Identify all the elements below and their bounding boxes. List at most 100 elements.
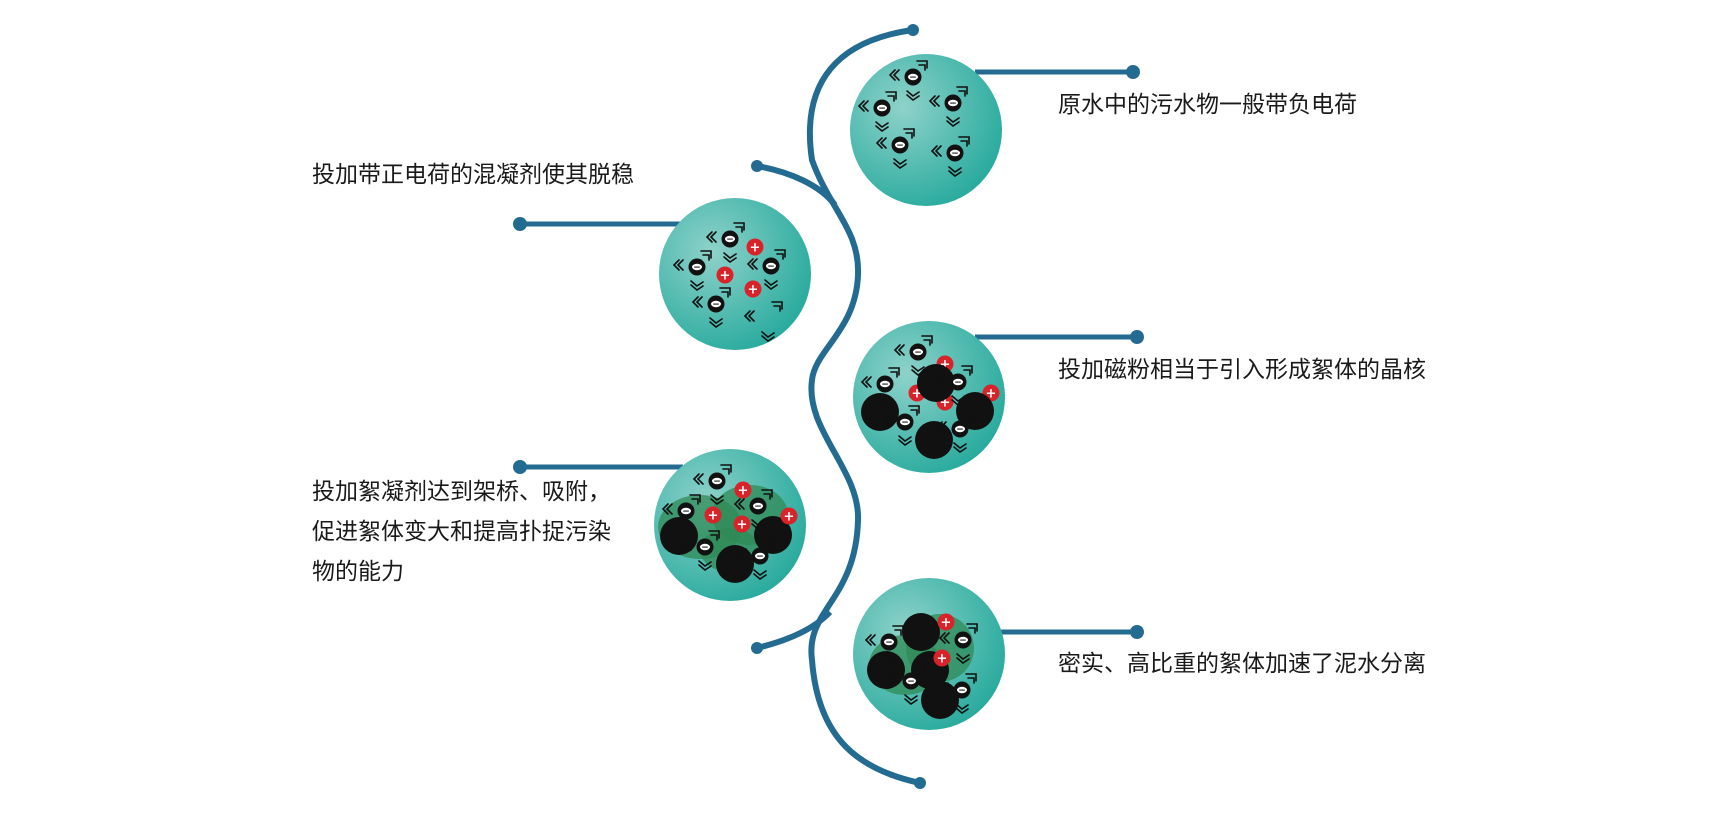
negative-sign: − bbox=[914, 348, 922, 358]
caption-step4: 投加絮凝剂达到架桥、吸附， 促进絮体变大和提高扑捉污染 物的能力 bbox=[312, 472, 611, 592]
caption-step3-line1: 投加磁粉相当于引入形成絮体的晶核 bbox=[1058, 357, 1426, 383]
vibration-marks-icon bbox=[933, 365, 973, 406]
vibration-marks-icon bbox=[864, 625, 904, 666]
positive-sign: + bbox=[720, 269, 731, 284]
negative-charge-icon: − bbox=[953, 681, 971, 699]
positive-sign: + bbox=[784, 510, 795, 525]
illustration-coagulant: − − − − + + + bbox=[659, 198, 811, 350]
vibration-marks-icon bbox=[930, 136, 970, 177]
positive-charge-icon: + bbox=[704, 506, 722, 524]
particle-ball bbox=[902, 613, 940, 651]
connector-step1-dot bbox=[1126, 65, 1140, 79]
negative-sign: − bbox=[701, 543, 709, 553]
connector-step4-dot bbox=[513, 460, 527, 474]
central-wave-path bbox=[806, 27, 921, 786]
positive-sign: + bbox=[912, 387, 923, 402]
positive-charge-icon: + bbox=[780, 507, 798, 525]
vibration-marks-icon bbox=[860, 367, 900, 408]
positive-charge-icon: + bbox=[733, 515, 751, 533]
negative-charge-icon: − bbox=[707, 295, 725, 313]
negative-charge-icon: − bbox=[904, 68, 922, 86]
negative-sign: − bbox=[896, 141, 904, 151]
connector-step3-dot bbox=[1130, 330, 1144, 344]
vibration-marks-icon bbox=[661, 494, 701, 535]
positive-charge-icon: + bbox=[716, 266, 734, 284]
particle-ball bbox=[660, 517, 698, 555]
negative-charge-icon: − bbox=[880, 633, 898, 651]
particle-ball bbox=[917, 364, 955, 402]
vibration-marks-icon bbox=[938, 623, 978, 664]
vibration-marks-icon bbox=[893, 335, 933, 376]
connector-step5-dot bbox=[1130, 625, 1144, 639]
vibration-marks-icon bbox=[928, 86, 968, 127]
positive-sign: + bbox=[940, 396, 951, 411]
negative-sign: − bbox=[754, 502, 762, 512]
positive-charge-icon: + bbox=[746, 238, 764, 256]
caption-step4-line2: 促进絮体变大和提高扑捉污染 bbox=[312, 519, 611, 545]
caption-step5-line1: 密实、高比重的絮体加速了泥水分离 bbox=[1058, 651, 1426, 677]
bottom-end-dot bbox=[914, 777, 926, 789]
negative-charge-icon: − bbox=[909, 343, 927, 361]
negative-sign: − bbox=[958, 686, 966, 696]
negative-sign: − bbox=[682, 507, 690, 517]
negative-sign: − bbox=[956, 425, 964, 435]
negative-sign: − bbox=[901, 418, 909, 428]
positive-sign: + bbox=[937, 652, 948, 667]
left-upper-branch bbox=[756, 163, 838, 207]
negative-sign: − bbox=[713, 477, 721, 487]
particle-ball bbox=[921, 681, 959, 719]
negative-sign: − bbox=[878, 104, 886, 114]
negative-charge-icon: − bbox=[902, 672, 920, 690]
negative-charge-icon: − bbox=[708, 472, 726, 490]
vibration-marks-icon bbox=[888, 60, 928, 101]
caption-step2: 投加带正电荷的混凝剂使其脱稳 bbox=[312, 155, 634, 195]
negative-charge-icon: − bbox=[876, 375, 894, 393]
negative-sign: − bbox=[907, 677, 915, 687]
connector-step2-dot bbox=[513, 217, 527, 231]
negative-sign: − bbox=[756, 552, 764, 562]
positive-charge-icon: + bbox=[933, 649, 951, 667]
vibration-marks-icon bbox=[886, 664, 926, 705]
positive-charge-icon: + bbox=[734, 481, 752, 499]
vibration-marks-icon bbox=[691, 287, 731, 328]
negative-charge-icon: − bbox=[688, 258, 706, 276]
left-lower-branch-dot bbox=[751, 642, 763, 654]
positive-sign: + bbox=[940, 358, 951, 373]
positive-charge-icon: + bbox=[744, 280, 762, 298]
illustration-flocculant: + + + + − − − − − bbox=[654, 449, 806, 601]
vibration-marks-icon bbox=[857, 91, 897, 132]
vibration-marks-icon bbox=[746, 249, 786, 290]
negative-sign: − bbox=[885, 638, 893, 648]
vibration-marks-icon bbox=[937, 673, 977, 714]
caption-step1: 原水中的污水物一般带负电荷 bbox=[1058, 85, 1357, 125]
negative-charge-icon: − bbox=[762, 257, 780, 275]
negative-charge-icon: − bbox=[873, 99, 891, 117]
vibration-marks-icon bbox=[735, 539, 775, 580]
vibration-marks-icon bbox=[743, 301, 783, 342]
negative-charge-icon: − bbox=[946, 144, 964, 162]
particle-ball bbox=[716, 545, 754, 583]
negative-charge-icon: − bbox=[954, 631, 972, 649]
illustration-magnetic-powder: + + + + − − − − − bbox=[853, 321, 1005, 473]
left-lower-branch bbox=[756, 609, 833, 651]
positive-sign: + bbox=[708, 509, 719, 524]
negative-charge-icon: − bbox=[696, 538, 714, 556]
caption-step5: 密实、高比重的絮体加速了泥水分离 bbox=[1058, 644, 1426, 684]
particle-ball bbox=[867, 651, 905, 689]
positive-sign: + bbox=[750, 241, 761, 256]
negative-sign: − bbox=[693, 263, 701, 273]
particle-ball bbox=[956, 392, 994, 430]
positive-sign: + bbox=[986, 387, 997, 402]
negative-charge-icon: − bbox=[951, 420, 969, 438]
negative-sign: − bbox=[951, 149, 959, 159]
negative-charge-icon: − bbox=[896, 413, 914, 431]
vibration-marks-icon bbox=[875, 128, 915, 169]
negative-charge-icon: − bbox=[749, 497, 767, 515]
caption-step3: 投加磁粉相当于引入形成絮体的晶核 bbox=[1058, 350, 1426, 390]
negative-charge-icon: − bbox=[751, 547, 769, 565]
vibration-marks-icon bbox=[672, 250, 712, 291]
left-upper-branch-dot bbox=[751, 160, 763, 172]
negative-charge-icon: − bbox=[891, 136, 909, 154]
vibration-marks-icon bbox=[692, 464, 732, 505]
